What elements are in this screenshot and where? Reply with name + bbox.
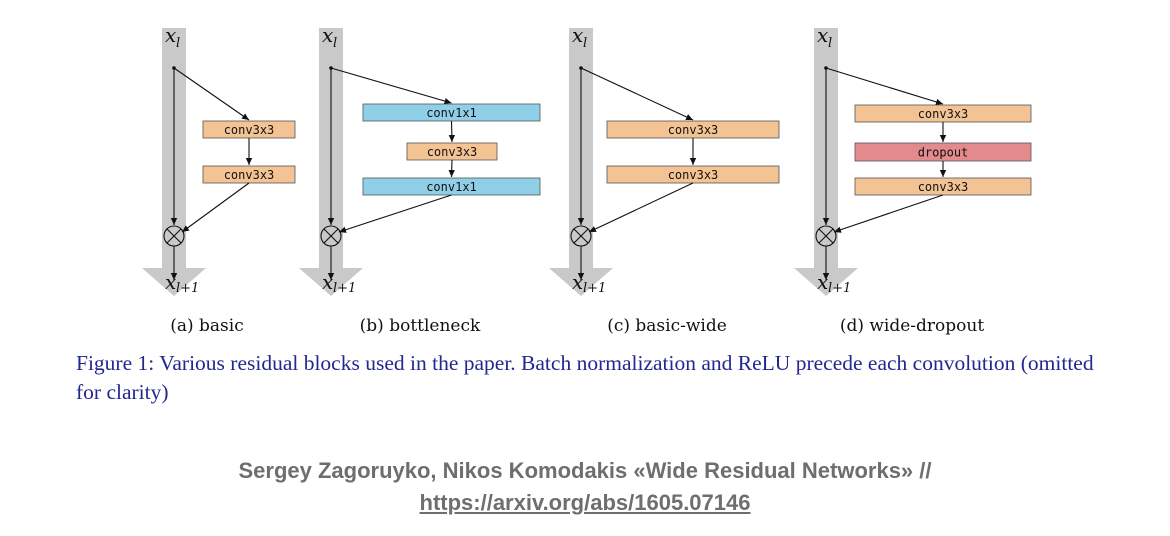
- output-label: x: [322, 270, 333, 294]
- input-subscript: l: [333, 36, 337, 51]
- branch-arrow-in: [580, 67, 694, 121]
- add-node-cross: [323, 228, 339, 244]
- branch-arrow-in: [825, 67, 944, 105]
- input-label: x: [817, 23, 828, 47]
- input-subscript: l: [176, 36, 180, 51]
- conv3x3-label: conv3x3: [224, 168, 275, 182]
- add-node-cross: [166, 228, 182, 244]
- branch-arrow-in: [330, 67, 452, 105]
- conv3x3-label: conv3x3: [668, 123, 719, 137]
- credit: Sergey Zagoruyko, Nikos Komodakis «Wide …: [0, 455, 1170, 519]
- output-subscript: l+1: [333, 281, 356, 296]
- panel-caption: (a) basic: [170, 316, 244, 336]
- input-subscript: l: [828, 36, 832, 51]
- input-label: x: [322, 23, 333, 47]
- input-label: x: [165, 23, 176, 47]
- branch-arrow-out: [833, 194, 944, 233]
- credit-text: Sergey Zagoruyko, Nikos Komodakis «Wide …: [238, 458, 932, 483]
- panel-caption: (c) basic-wide: [607, 316, 727, 336]
- add-node-cross: [573, 228, 589, 244]
- branch-arrow: [448, 120, 456, 143]
- dropout-label: dropout: [918, 146, 969, 160]
- conv1x1-label: conv1x1: [426, 180, 477, 194]
- figure-caption: Figure 1: Various residual blocks used i…: [76, 351, 1094, 404]
- branch-arrow-out: [181, 182, 250, 233]
- conv3x3-label: conv3x3: [224, 123, 275, 137]
- conv3x3-label: conv3x3: [668, 168, 719, 182]
- branch-arrow-in: [173, 67, 250, 121]
- conv3x3-label: conv3x3: [427, 145, 478, 159]
- output-subscript: l+1: [828, 281, 851, 296]
- branch-arrow-out: [588, 182, 694, 233]
- conv1x1-label: conv1x1: [426, 106, 477, 120]
- input-label: x: [572, 23, 583, 47]
- panel-caption: (d) wide-dropout: [840, 316, 985, 336]
- input-subscript: l: [583, 36, 587, 51]
- panel-caption: (b) bottleneck: [360, 316, 481, 336]
- output-label: x: [817, 270, 828, 294]
- output-subscript: l+1: [176, 281, 199, 296]
- conv3x3-label: conv3x3: [918, 180, 969, 194]
- output-label: x: [165, 270, 176, 294]
- paper-link[interactable]: https://arxiv.org/abs/1605.07146: [419, 490, 751, 515]
- output-subscript: l+1: [583, 281, 606, 296]
- branch-arrow-out: [338, 194, 452, 233]
- conv3x3-label: conv3x3: [918, 107, 969, 121]
- add-node-cross: [818, 228, 834, 244]
- output-label: x: [572, 270, 583, 294]
- branch-arrow: [448, 159, 455, 178]
